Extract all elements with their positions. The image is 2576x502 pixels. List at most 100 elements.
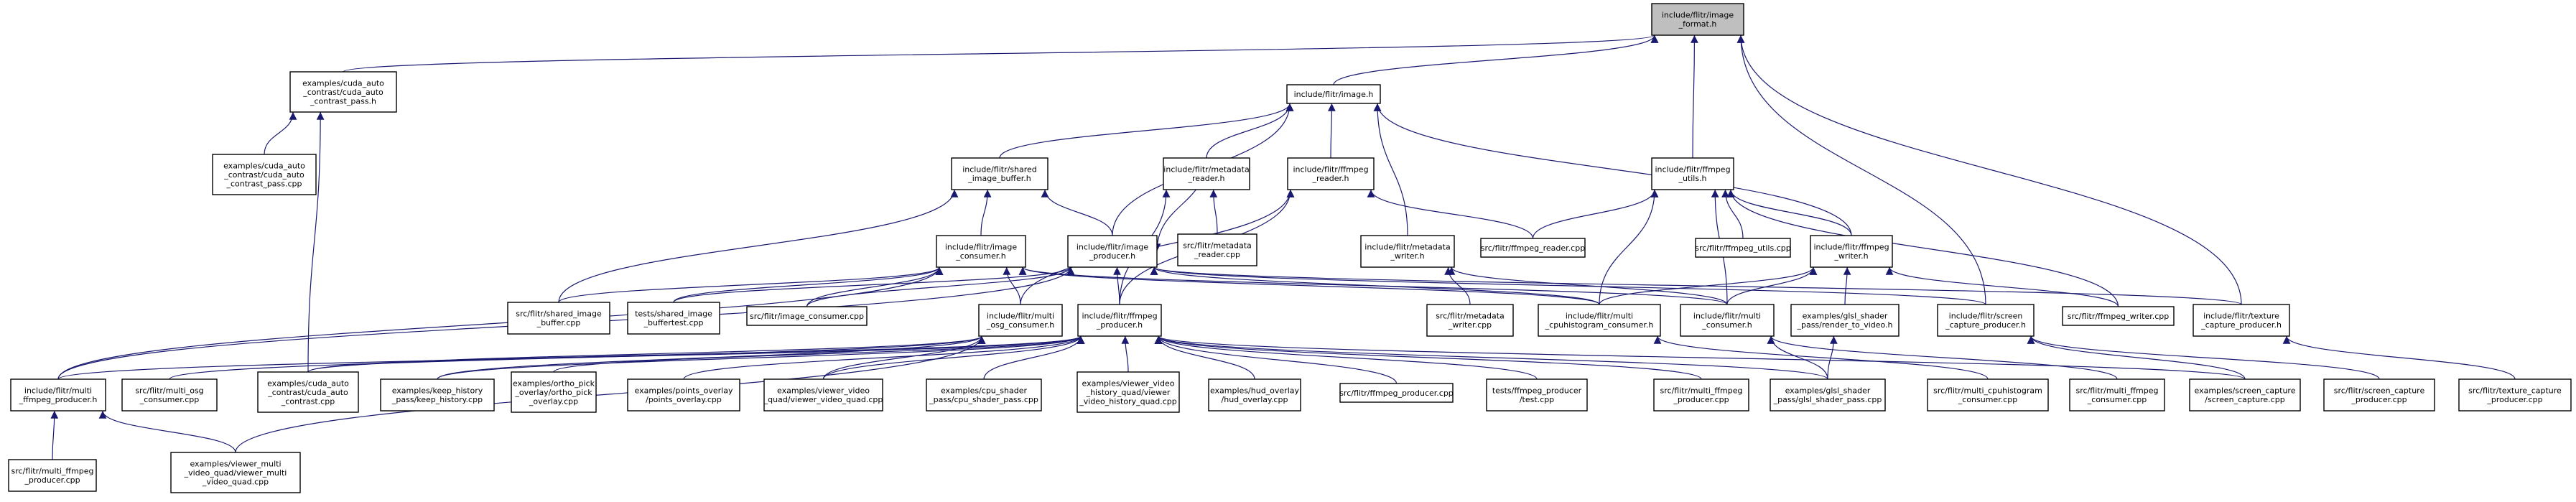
- dependency-edge: [806, 266, 1075, 307]
- node-label-line: _producer.cpp: [1673, 395, 1729, 404]
- graph-node-tex-h[interactable]: include/flitr/texture_capture_producer.h: [2193, 304, 2290, 337]
- node-label-line: examples/cuda_auto: [302, 78, 384, 88]
- graph-node-image-h[interactable]: include/flitr/image.h: [1286, 84, 1381, 104]
- node-box: [1680, 304, 1775, 337]
- node-box: [1695, 238, 1791, 258]
- graph-node-mfp-cpp[interactable]: src/flitr/multi_ffmpeg_producer.cpp: [1653, 378, 1749, 412]
- node-label-line: include/flitr/multi: [1693, 312, 1761, 321]
- graph-node-screen-cpp[interactable]: src/flitr/screen_capture_producer.cpp: [2323, 378, 2435, 412]
- graph-node-mffc-cpp[interactable]: src/flitr/multi_ffmpeg_consumer.cpp: [2069, 378, 2165, 412]
- graph-node-multi-osg-h[interactable]: include/flitr/multi_osg_consumer.h: [978, 304, 1063, 337]
- graph-node-glsl-cpp[interactable]: examples/glsl_shader_pass/glsl_shader_pa…: [1770, 378, 1886, 412]
- graph-node-md-writer-cpp[interactable]: src/flitr/metadata_writer.cpp: [1426, 304, 1514, 337]
- graph-node-md-reader-cpp[interactable]: src/flitr/metadata_reader.cpp: [1177, 233, 1257, 266]
- dependency-edge: [1599, 189, 1659, 305]
- graph-node-shared-test[interactable]: tests/shared_image_buffertest.cpp: [627, 302, 720, 335]
- node-label-line: examples/ortho_pick: [513, 378, 595, 388]
- node-label-line: _producer.h: [1089, 251, 1135, 261]
- node-label-line: tests/ffmpeg_producer: [1492, 386, 1582, 396]
- graph-node-ffu-cpp[interactable]: src/flitr/ffmpeg_utils.cpp: [1695, 238, 1791, 258]
- node-label-line: src/flitr/texture_capture: [2468, 386, 2562, 396]
- graph-node-ffp-h[interactable]: include/flitr/ffmpeg_producer.h: [1077, 304, 1162, 337]
- graph-node-md-writer-h[interactable]: include/flitr/metadata_writer.h: [1360, 235, 1455, 268]
- graph-node-multi-cpuhist-h[interactable]: include/flitr/multi_cpuhistogram_consume…: [1538, 304, 1661, 337]
- node-label-line: examples/cuda_auto: [223, 161, 305, 170]
- graph-node-ffp-cpp[interactable]: src/flitr/ffmpeg_producer.cpp: [1339, 383, 1454, 403]
- graph-node-img-cons-cpp[interactable]: src/flitr/image_consumer.cpp: [746, 306, 868, 326]
- graph-node-image-format[interactable]: include/flitr/image_format.h: [1651, 3, 1744, 36]
- dependency-edge: [1599, 266, 1818, 305]
- node-label-line: include/flitr/multi: [1566, 312, 1633, 321]
- graph-node-shared-buf-h[interactable]: include/flitr/shared_image_buffer.h: [951, 157, 1048, 190]
- node-label-line: include/flitr/screen: [1949, 312, 2023, 321]
- node-label-line: src/flitr/multi_osg: [135, 386, 203, 396]
- dependency-edge: [1736, 34, 1986, 305]
- graph-node-screen-ex-cpp[interactable]: examples/screen_capture/screen_capture.c…: [2189, 378, 2301, 412]
- dependency-edge: [1154, 335, 1398, 384]
- dependency-edge: [1767, 335, 1828, 380]
- node-label-line: _producer.cpp: [24, 475, 80, 485]
- graph-node-tex-cpp[interactable]: src/flitr/texture_capture_producer.cpp: [2458, 378, 2572, 412]
- graph-node-vmvq-cpp[interactable]: examples/viewer_multi_video_quad/viewer_…: [170, 452, 301, 493]
- node-label-line: include/flitr/texture: [2203, 312, 2279, 321]
- graph-node-mcpuhist-cpp[interactable]: src/flitr/multi_cpuhistogram_consumer.cp…: [1927, 378, 2049, 412]
- dependency-edge: [683, 335, 1085, 380]
- node-label-line: include/flitr/metadata: [1364, 243, 1450, 252]
- graph-node-glsl-rtv-h[interactable]: examples/glsl_shader_pass/render_to_vide…: [1790, 304, 1900, 337]
- node-label-line: _writer.h: [1390, 251, 1424, 261]
- node-label-line: src/flitr/ffmpeg_reader.cpp: [1481, 243, 1585, 253]
- node-label-line: _video_history_quad.cpp: [1079, 396, 1177, 406]
- graph-node-cuda-h[interactable]: examples/cuda_auto_contrast/cuda_auto_co…: [289, 71, 397, 113]
- graph-node-img-cons-h[interactable]: include/flitr/image_consumer.h: [936, 235, 1026, 268]
- graph-node-ffr-cpp[interactable]: src/flitr/ffmpeg_reader.cpp: [1480, 238, 1586, 258]
- graph-node-mfp-cpp2[interactable]: src/flitr/multi_ffmpeg_producer.cpp: [8, 459, 97, 492]
- dependency-edge: [1333, 34, 1659, 85]
- node-box: [1538, 304, 1661, 337]
- graph-node-mfp-h[interactable]: include/flitr/multi_ffmpeg_producer.h: [10, 378, 106, 412]
- node-label-line: examples/cuda_auto: [267, 378, 349, 388]
- node-label-line: src/flitr/multi_ffmpeg: [1660, 386, 1743, 396]
- graph-node-hud-cpp[interactable]: examples/hud_overlay/hud_overlay.cpp: [1208, 378, 1301, 412]
- dependency-edge: [1154, 335, 1828, 380]
- node-label-line: src/flitr/multi_ffmpeg: [11, 467, 94, 476]
- node-box: [2193, 304, 2290, 337]
- graph-node-vvq-cpp[interactable]: examples/viewer_video_quad/viewer_video_…: [763, 378, 883, 412]
- node-label-line: examples/keep_history: [392, 386, 483, 396]
- graph-node-screen-h[interactable]: include/flitr/screen_capture_producer.h: [1937, 304, 2035, 337]
- node-box: [1426, 304, 1514, 337]
- graph-node-ffw-h[interactable]: include/flitr/ffmpeg_writer.h: [1810, 235, 1893, 268]
- graph-node-ortho-cpp[interactable]: examples/ortho_pick_overlay/ortho_pick_o…: [511, 371, 597, 413]
- graph-node-shared-buf-cpp[interactable]: src/flitr/shared_image_buffer.cpp: [507, 302, 610, 335]
- graph-node-vvhq-cpp[interactable]: examples/viewer_video_history_quad/viewe…: [1077, 371, 1180, 413]
- graph-node-cuda-cpp[interactable]: examples/cuda_auto_contrast/cuda_auto_co…: [257, 371, 359, 413]
- dependency-edge: [1154, 335, 1702, 380]
- node-box: [380, 378, 495, 412]
- graph-node-ffr-h[interactable]: include/flitr/ffmpeg_reader.h: [1287, 157, 1375, 190]
- graph-node-points-cpp[interactable]: examples/points_overlay/points_overlay.c…: [627, 378, 740, 412]
- graph-node-ffw-cpp[interactable]: src/flitr/ffmpeg_writer.cpp: [2062, 306, 2175, 326]
- graph-node-img-prod-h[interactable]: include/flitr/image_producer.h: [1067, 235, 1158, 268]
- graph-node-multi-osg-cpp[interactable]: src/flitr/multi_osg_consumer.cpp: [121, 378, 218, 412]
- graph-node-cuda-pass-cpp[interactable]: examples/cuda_auto_contrast/cuda_auto_co…: [212, 154, 317, 195]
- node-box: [1360, 235, 1455, 268]
- dependency-edge: [1447, 266, 1728, 305]
- node-label-line: examples/viewer_video: [1082, 378, 1175, 388]
- dependency-edge: [1827, 335, 1838, 380]
- node-label-line: _video_quad/viewer_multi: [184, 468, 287, 478]
- graph-node-ffu-h[interactable]: include/flitr/ffmpeg_utils.h: [1651, 157, 1734, 190]
- node-label-line: _history_quad/viewer: [1086, 388, 1171, 397]
- node-box: [926, 378, 1042, 412]
- node-box: [1653, 378, 1749, 412]
- graph-node-keep-cpp[interactable]: examples/keep_history_pass/keep_history.…: [380, 378, 495, 412]
- graph-node-md-reader-h[interactable]: include/flitr/metadata_reader.h: [1163, 157, 1250, 190]
- graph-node-ffp-test[interactable]: tests/ffmpeg_producer/test.cpp: [1486, 378, 1588, 412]
- node-box: [289, 71, 397, 113]
- node-label-line: examples/viewer_video: [777, 386, 870, 396]
- node-box: [2458, 378, 2572, 412]
- node-label-line: /hud_overlay.cpp: [1222, 395, 1288, 404]
- dependency-edge: [673, 266, 1075, 303]
- node-box: [978, 304, 1063, 337]
- node-box: [763, 378, 883, 412]
- graph-node-cpu-shader-cpp[interactable]: examples/cpu_shader_pass/cpu_shader_pass…: [926, 378, 1042, 412]
- graph-node-mcons-h[interactable]: include/flitr/multi_consumer.h: [1680, 304, 1775, 337]
